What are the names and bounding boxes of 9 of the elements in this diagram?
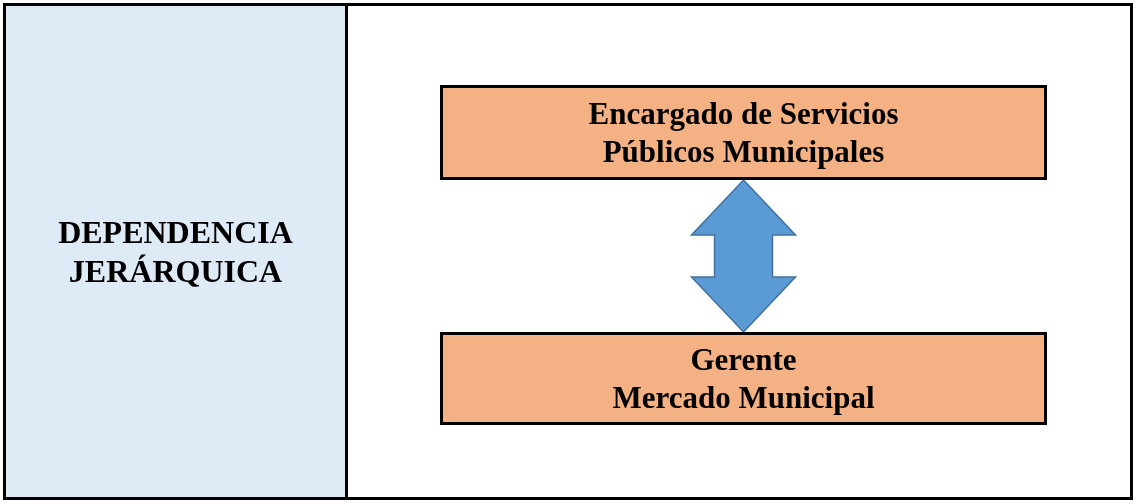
- panel-title: DEPENDENCIA JERÁRQUICA: [57, 213, 294, 290]
- process-box: [440, 85, 1047, 180]
- double-arrow: [689, 178, 798, 334]
- process-box: [440, 332, 1047, 425]
- box-label: Encargado de Servicios Públicos Municipales: [587, 95, 900, 170]
- panel: [345, 3, 1133, 500]
- panel: [3, 3, 348, 500]
- box-label: Mercado Municipal: [612, 378, 875, 416]
- box-label: Gerente: [690, 341, 797, 379]
